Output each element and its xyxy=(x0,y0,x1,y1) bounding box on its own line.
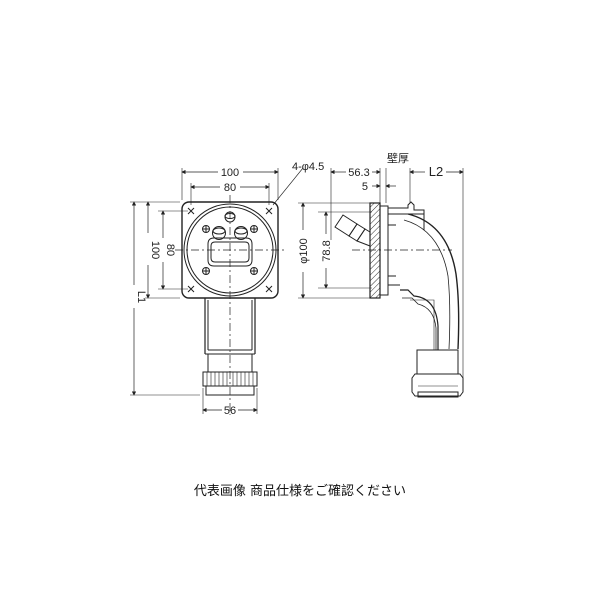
angled-nozzle xyxy=(334,214,358,237)
dim-inner-78.8: 78.8 xyxy=(321,240,333,261)
dim-flange-5: 5 xyxy=(362,181,368,193)
dim-bottom-56: 56 xyxy=(224,405,236,417)
flange-section xyxy=(369,202,381,299)
label-wall-thickness: 壁厚 xyxy=(387,151,409,165)
front-view xyxy=(130,168,285,415)
dim-width-100: 100 xyxy=(221,167,239,179)
dim-holes-4-phi4.5: 4-φ4.5 xyxy=(292,161,324,173)
screws xyxy=(202,225,258,275)
side-view-labels: 4-φ4.5 56.3 壁厚 L2 5 φ100 78.8 xyxy=(292,151,443,264)
dim-width-80: 80 xyxy=(224,182,236,194)
dim-projection-L2: L2 xyxy=(429,164,443,179)
nozzle-base xyxy=(207,237,253,267)
elbow-outer xyxy=(407,213,460,350)
dim-height-80: 80 xyxy=(164,244,176,256)
dim-height-100: 100 xyxy=(149,241,161,259)
coupling xyxy=(416,349,459,375)
caption-representative-image: 代表画像 商品仕様をご確認ください xyxy=(193,484,407,499)
dim-offset-56.3: 56.3 xyxy=(348,167,369,179)
front-view-labels: 100 80 100 80 L1 56 xyxy=(135,167,239,417)
dim-diameter-100: φ100 xyxy=(298,238,310,264)
dim-length-L1: L1 xyxy=(135,291,147,303)
corner-holes xyxy=(187,207,273,293)
side-view xyxy=(272,167,464,398)
